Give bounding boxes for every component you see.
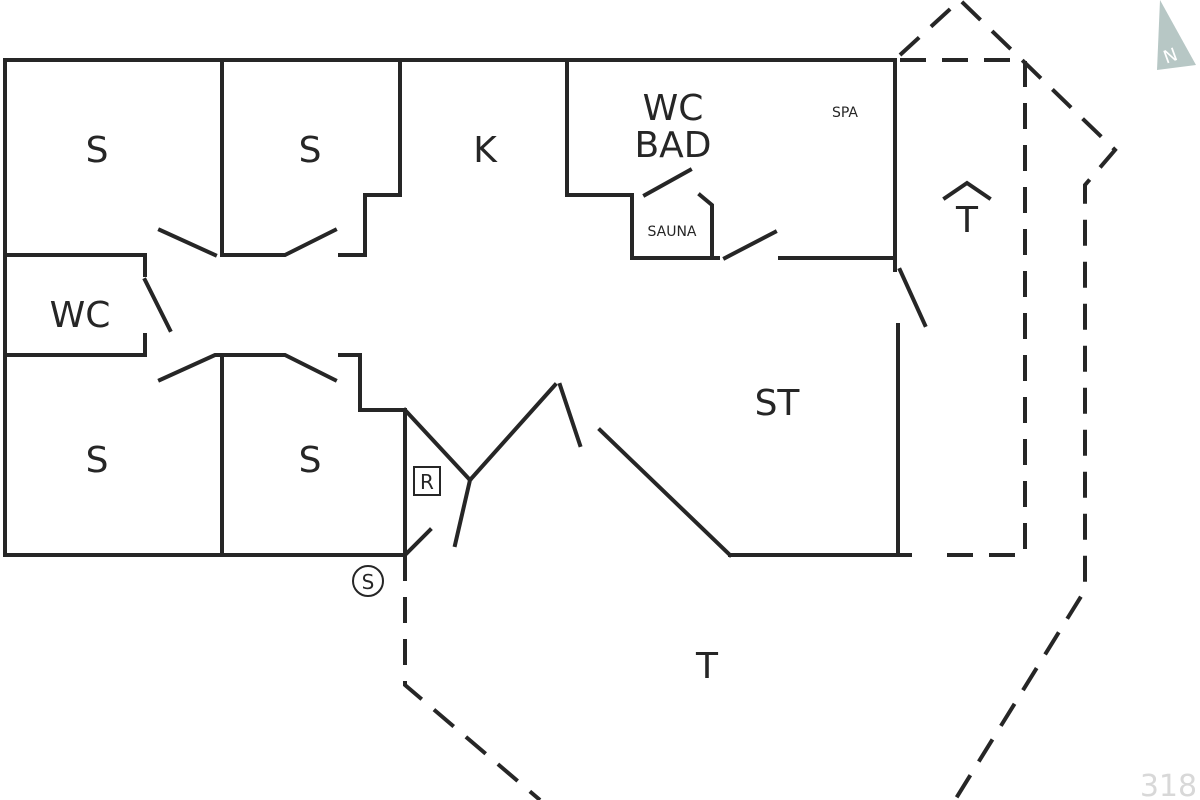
room-label-terrace: T [695,646,719,687]
room-label-covered-terrace: T [955,200,979,241]
room-label-kitchen: K [473,130,498,171]
room-label-sauna: SAUNA [647,224,696,240]
terrace-dashed-outline [403,0,1118,800]
walls [3,58,928,558]
room-label-s2: S [299,130,322,171]
plan-number: 3181 [1140,769,1200,800]
room-label-s4: S [299,440,322,481]
s-circle [352,565,384,597]
room-label-spa: SPA [832,105,858,121]
room-label-wc: WC [50,295,111,336]
room-label-s1: S [86,130,109,171]
north-arrow-icon: N [1157,0,1196,70]
room-label-st: ST [755,383,801,424]
room-label-wc-bad-1: WC [643,88,704,129]
r-box [413,466,441,496]
roof-icon [942,180,992,201]
s-circle-label: S [362,570,375,594]
room-label-wc-bad-2: BAD [634,125,711,166]
room-label-r: R [420,470,434,494]
room-label-s3: S [86,440,109,481]
